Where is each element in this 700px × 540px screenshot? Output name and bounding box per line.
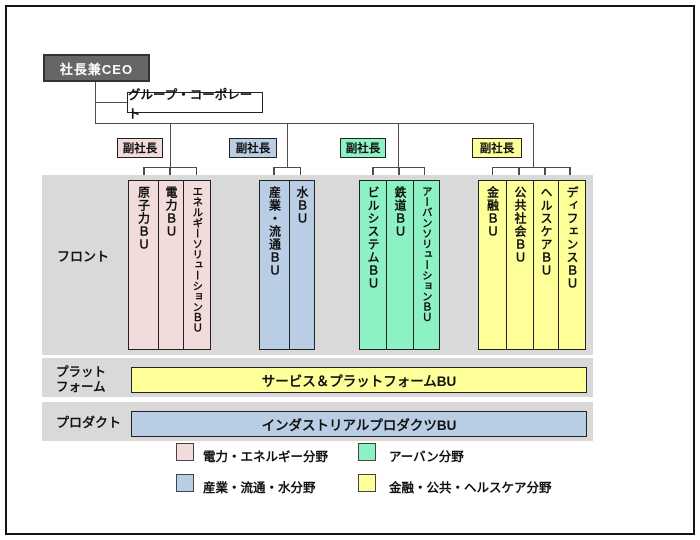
legend-label-urban: アーバン分野 [389,450,464,464]
connector-drop-power-energy [169,123,171,168]
vp-badge-industry: 副社長 [229,138,277,158]
connector-drop-industry [286,123,288,168]
page-border [5,5,695,535]
bu-urban-solutions: アーバンソリューションＢＵ [413,181,439,349]
row-label-product: プロダクト [56,415,122,430]
bu-public-social: 公共社会ＢＵ [506,181,533,349]
connector-bar-power-energy [143,167,197,181]
ceo-box: 社長兼CEO [43,54,150,82]
legend-label-industry: 産業・流通・水分野 [203,481,316,495]
connector-bar-finance [491,167,571,181]
bu-nuclear: 原子力ＢＵ [129,181,158,349]
bu-defense: ディフェンスＢＵ [558,181,585,349]
bu-industry-distribution: 産業・流通ＢＵ [260,181,289,349]
bu-railway: 鉄道ＢＵ [386,181,413,349]
bu-energy-solutions: エネルギーソリューションＢＵ [183,181,210,349]
legend-swatch-power-energy [176,443,194,461]
bu-industrial-products: インダストリアルプロダクツBU [131,411,587,437]
legend-label-power-energy: 電力・エネルギー分野 [203,450,329,464]
legend-label-finance: 金融・公共・ヘルスケア分野 [389,481,552,495]
connector-bar-urban [372,167,425,181]
connector-drop-urban [397,123,399,168]
connector-corporate [95,101,127,103]
bu-building-systems: ビルシステムＢＵ [360,181,386,349]
vp-badge-power-energy: 副社長 [117,138,163,158]
bu-group-power-energy: 原子力ＢＵ 電力ＢＵ エネルギーソリューションＢＵ [128,180,211,350]
legend-swatch-finance [358,474,376,492]
group-corporate-box: グループ・コーポレート [127,88,263,121]
connector-main-rail [94,122,534,124]
row-label-platform: プラット フォーム [56,365,107,394]
bu-water: 水ＢＵ [289,181,314,349]
row-label-front: フロント [57,249,110,264]
bu-finance: 金融ＢＵ [479,181,506,349]
bu-service-platform: サービス＆プラットフォームBU [131,367,587,393]
legend-swatch-urban [358,443,376,461]
connector-bar-industry [273,167,301,181]
bu-power: 電力ＢＵ [158,181,183,349]
bu-group-urban: ビルシステムＢＵ 鉄道ＢＵ アーバンソリューションＢＵ [359,180,440,350]
legend-swatch-industry [176,474,194,492]
bu-group-industry: 産業・流通ＢＵ 水ＢＵ [259,180,315,350]
vp-badge-finance: 副社長 [472,138,522,158]
bu-group-finance: 金融ＢＵ 公共社会ＢＵ ヘルスケアＢＵ ディフェンスＢＵ [478,180,586,350]
connector-drop-finance [532,123,534,168]
vp-badge-urban: 副社長 [340,138,386,158]
bu-healthcare: ヘルスケアＢＵ [533,181,558,349]
